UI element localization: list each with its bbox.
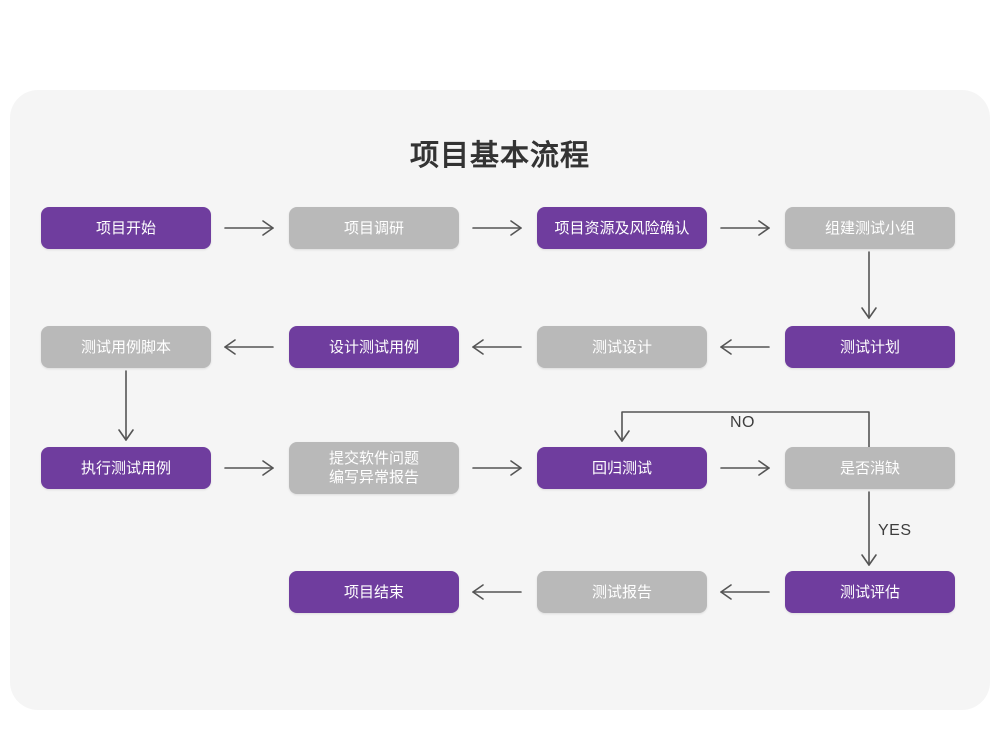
node-project-end[interactable]: 项目结束	[289, 571, 459, 613]
node-project-research[interactable]: 项目调研	[289, 207, 459, 249]
node-design-test-case[interactable]: 设计测试用例	[289, 326, 459, 368]
node-execute-test-case[interactable]: 执行测试用例	[41, 447, 211, 489]
node-resource-risk-confirm[interactable]: 项目资源及风险确认	[537, 207, 707, 249]
node-submit-defect-report[interactable]: 提交软件问题 编写异常报告	[289, 442, 459, 494]
node-test-report[interactable]: 测试报告	[537, 571, 707, 613]
node-test-design[interactable]: 测试设计	[537, 326, 707, 368]
node-defect-resolved-decision[interactable]: 是否消缺	[785, 447, 955, 489]
edge-label-no: NO	[730, 414, 755, 431]
node-test-plan[interactable]: 测试计划	[785, 326, 955, 368]
node-test-evaluation[interactable]: 测试评估	[785, 571, 955, 613]
node-form-test-team[interactable]: 组建测试小组	[785, 207, 955, 249]
node-test-case-script[interactable]: 测试用例脚本	[41, 326, 211, 368]
diagram-card	[10, 90, 990, 710]
node-regression-test[interactable]: 回归测试	[537, 447, 707, 489]
node-project-start[interactable]: 项目开始	[41, 207, 211, 249]
edge-label-yes: YES	[878, 522, 912, 539]
page-title: 项目基本流程	[409, 140, 590, 172]
